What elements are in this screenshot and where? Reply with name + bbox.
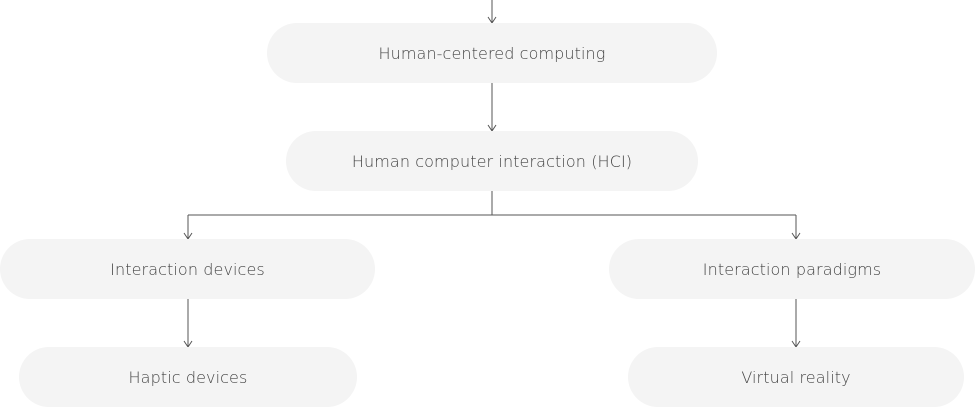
node-interaction-devices: Interaction devices xyxy=(0,239,375,299)
node-label: Interaction devices xyxy=(110,259,265,279)
node-haptic-devices: Haptic devices xyxy=(19,347,357,407)
node-virtual-reality: Virtual reality xyxy=(628,347,964,407)
node-label: Human computer interaction (HCI) xyxy=(351,151,633,171)
node-human-centered-computing: Human-centered computing xyxy=(267,23,717,83)
node-human-computer-interaction: Human computer interaction (HCI) xyxy=(286,131,698,191)
node-interaction-paradigms: Interaction paradigms xyxy=(609,239,975,299)
node-label: Virtual reality xyxy=(741,367,851,387)
node-label: Haptic devices xyxy=(128,367,248,387)
node-label: Human-centered computing xyxy=(378,43,606,63)
node-label: Interaction paradigms xyxy=(702,259,882,279)
